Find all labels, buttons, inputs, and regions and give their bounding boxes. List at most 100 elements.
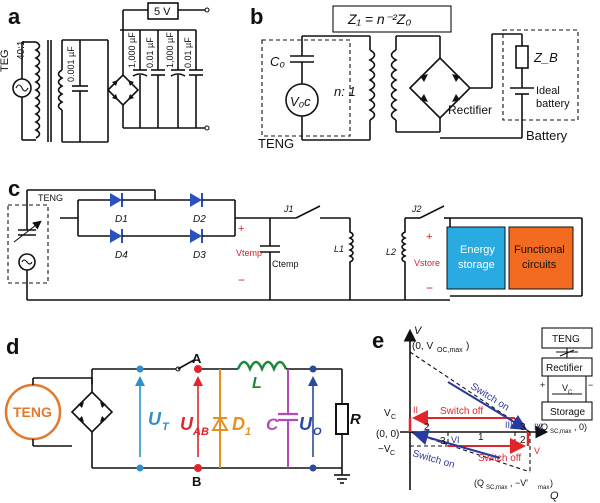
switch-off-label-1: Switch off (440, 406, 483, 417)
label-j1: J1 (283, 204, 294, 214)
label-l1: L1 (334, 244, 344, 254)
r-label: R (350, 411, 361, 428)
inductor-l-d (236, 360, 288, 373)
vtemp-plus: + (238, 223, 244, 235)
panel-d-label: d (6, 334, 19, 359)
vstore-plus: + (426, 231, 432, 243)
transformer-primary (34, 41, 41, 139)
teng-label-d: TENG (13, 404, 52, 420)
box-rectifier (541, 357, 593, 377)
bridge-rectifier (106, 73, 140, 107)
panel-a-label: a (8, 4, 21, 29)
voc-label: V₀c (290, 94, 311, 109)
top-point-close: ) (466, 341, 469, 352)
switch-on-lower (412, 429, 501, 459)
functional-text-2: circuits (522, 259, 557, 271)
teng-box-c (7, 204, 49, 284)
cap-1000-a: 1,000 µF (127, 32, 137, 68)
region-3b: 3 (520, 422, 526, 433)
battery-label-inner: battery (536, 98, 570, 110)
box-teng-label: TENG (552, 334, 580, 345)
panel-b: b Z₁ = n⁻²Z₀ C₀ V₀c TENG n: 1 Rectifier … (250, 4, 579, 151)
output-5v: 5 V (154, 6, 171, 18)
vc-label: V (384, 408, 391, 419)
bridge-rectifier-d (70, 390, 114, 434)
uo-label: U (299, 414, 313, 434)
energy-storage-text-2: storage (458, 259, 495, 271)
diode-d1 (110, 193, 122, 207)
teng-label-b: TENG (258, 136, 294, 151)
node-a-label: A (192, 351, 202, 366)
right-point-end: , 0) (574, 422, 587, 432)
cap-001-a: 0.01 µF (145, 37, 155, 68)
diode-d1-d (211, 416, 229, 431)
diode-d3-top (190, 193, 202, 207)
box-storage-label: Storage (550, 407, 585, 418)
panel-a: a TEG 40:1 0.001 µF 5 V 1,000 µF 0.01 µF (0, 2, 210, 143)
roman-vi: VI (451, 435, 460, 445)
panel-e: e V Q (0, V OC,max ) (0, 0) V C −V C Swi… (372, 325, 593, 502)
ut-sub: T (162, 421, 170, 433)
node-b-dot (194, 464, 202, 472)
functional-text-1: Functional (514, 244, 565, 256)
transformer-secondary (57, 69, 64, 111)
top-point-label: (0, V (412, 341, 433, 352)
diode-d4 (110, 229, 122, 243)
box-rectifier-label: Rectifier (546, 363, 583, 374)
roman-iv: IV (534, 422, 543, 432)
panel-e-label: e (372, 328, 384, 353)
rectifier-label-b: Rectifier (448, 103, 492, 117)
vtemp-minus: − (238, 273, 245, 287)
box-vc-label: V (562, 383, 568, 393)
panel-b-label: b (250, 4, 263, 29)
roman-v: V (534, 446, 540, 456)
label-d2: D2 (193, 214, 206, 225)
ratio-label: 40:1 (16, 40, 27, 60)
battery-dashed-box (502, 29, 579, 121)
vc-sub: C (391, 414, 396, 421)
bottom-point-sub2: max (538, 485, 549, 491)
panel-d: d TENG U T A B U AB D 1 L C U (4, 334, 361, 489)
vstore-label: Vstore (414, 258, 440, 268)
c-label: C (266, 415, 279, 434)
l-label: L (252, 375, 262, 392)
box-vc-sub: C (568, 390, 573, 396)
node-b-label: B (192, 474, 201, 489)
teng-dashed-box (261, 39, 351, 137)
energy-storage-text-1: Energy (460, 244, 495, 256)
neg-vc-sub: C (390, 450, 395, 457)
bottom-point-end: ) (550, 478, 553, 488)
ut-label: U (148, 409, 162, 429)
teng-label-c: TENG (38, 193, 63, 203)
region-2: 2 (424, 422, 430, 433)
d1-label: D (232, 414, 245, 434)
teg-label: TEG (0, 49, 11, 72)
ctemp-label: Ctemp (272, 259, 299, 269)
ratio-n1: n: 1 (334, 84, 356, 99)
impedance-equation-box (332, 5, 452, 33)
switch-on-label-2: Switch on (411, 448, 456, 471)
svg-text:+: + (540, 380, 545, 390)
d1-sub: 1 (245, 426, 251, 438)
zb-label: Z_B (533, 50, 558, 65)
panel-c-label: c (8, 176, 20, 201)
region-3: 3 (440, 436, 446, 447)
ideal-label: Ideal (536, 85, 560, 97)
inductor-l1 (348, 218, 354, 300)
impedance-equation: Z₁ = n⁻²Z₀ (347, 11, 411, 27)
battery-label: Battery (526, 128, 568, 143)
cap-001-b: 0.01 µF (183, 37, 193, 68)
node-a-dot (194, 365, 202, 373)
region-2b: 2 (520, 435, 526, 446)
label-d3: D3 (193, 250, 206, 261)
q-axis-label: Q (550, 490, 559, 502)
box-storage (541, 401, 593, 421)
right-point-label: (Q (538, 422, 548, 432)
label-d1: D1 (115, 214, 128, 225)
resistor-r (335, 403, 349, 435)
right-point-sub: SC,max (550, 429, 571, 435)
cap-c0: C₀ (270, 54, 285, 69)
neg-vc-label: −V (378, 444, 391, 455)
svg-text:−: − (588, 380, 593, 390)
